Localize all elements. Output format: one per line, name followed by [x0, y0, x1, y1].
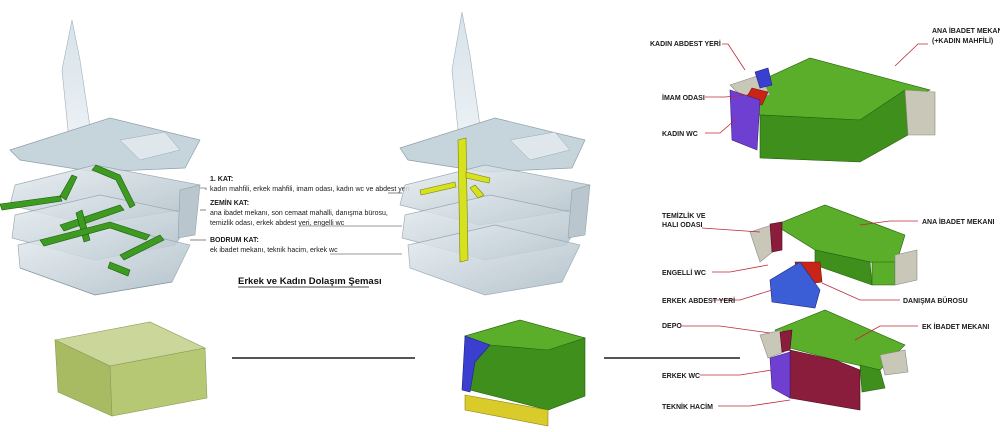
label-danisma: DANIŞMA BÜROSU: [903, 296, 968, 305]
label-ana-ibadet-top-2: (+KADIN MAHFİLİ): [932, 37, 993, 45]
label-temizlik-1: TEMİZLİK VE: [662, 212, 706, 220]
floor-legend: 1. KAT: kadın mahfili, erkek mahfili, im…: [210, 176, 410, 255]
floor-block-middle: [749, 204, 918, 309]
axonometric-left: [0, 19, 201, 296]
label-temizlik-2: HALI ODASI: [662, 222, 703, 229]
legend-bodrum-items: ek ibadet mekanı, teknik hacim, erkek wc: [210, 247, 338, 254]
label-erkek-abdest: ERKEK ABDEST YERİ: [662, 297, 735, 305]
legend-bodrum-title: BODRUM KAT:: [210, 237, 259, 244]
label-erkek-wc: ERKEK WC: [662, 373, 700, 380]
roof-slab-left: [9, 117, 201, 173]
mass-block-colored: [461, 319, 587, 427]
floor-block-top: [729, 57, 936, 163]
legend-zemin-items-1: ana ibadet mekanı, son cemaat mahalli, d…: [210, 210, 388, 217]
axonometric-center: [399, 11, 591, 296]
legend-leaders: [190, 187, 207, 241]
legend-kat1-items: kadın mahfili, erkek mahfili, imam odası…: [210, 186, 410, 193]
label-kadin-wc: KADIN WC: [662, 131, 698, 138]
label-engelli: ENGELLİ WC: [662, 269, 706, 277]
legend-zemin-items-2: temizlik odası, erkek abdest yeri, engel…: [210, 220, 345, 227]
label-ana-ibadet-top-1: ANA İBADET MEKANI: [932, 27, 1000, 35]
diagram-caption: Erkek ve Kadın Dolaşım Şeması: [238, 276, 382, 287]
label-kadin-abdest: KADIN ABDEST YERİ: [650, 40, 721, 48]
label-ek-ibadet: EK İBADET MEKANI: [922, 323, 989, 331]
label-imam: İMAM ODASI: [662, 94, 705, 102]
legend-kat1-title: 1. KAT:: [210, 176, 233, 183]
floor-block-bottom: [759, 309, 909, 411]
legend-zemin-title: ZEMİN KAT:: [210, 199, 249, 207]
mass-block-olive: [54, 321, 208, 417]
label-teknik: TEKNİK HACİM: [662, 403, 713, 411]
label-ana-ibadet-mid: ANA İBADET MEKANI: [922, 218, 995, 226]
circulation-path-yellow: [419, 137, 491, 263]
label-depo: DEPO: [662, 323, 682, 330]
circulation-path-green: [0, 164, 165, 277]
